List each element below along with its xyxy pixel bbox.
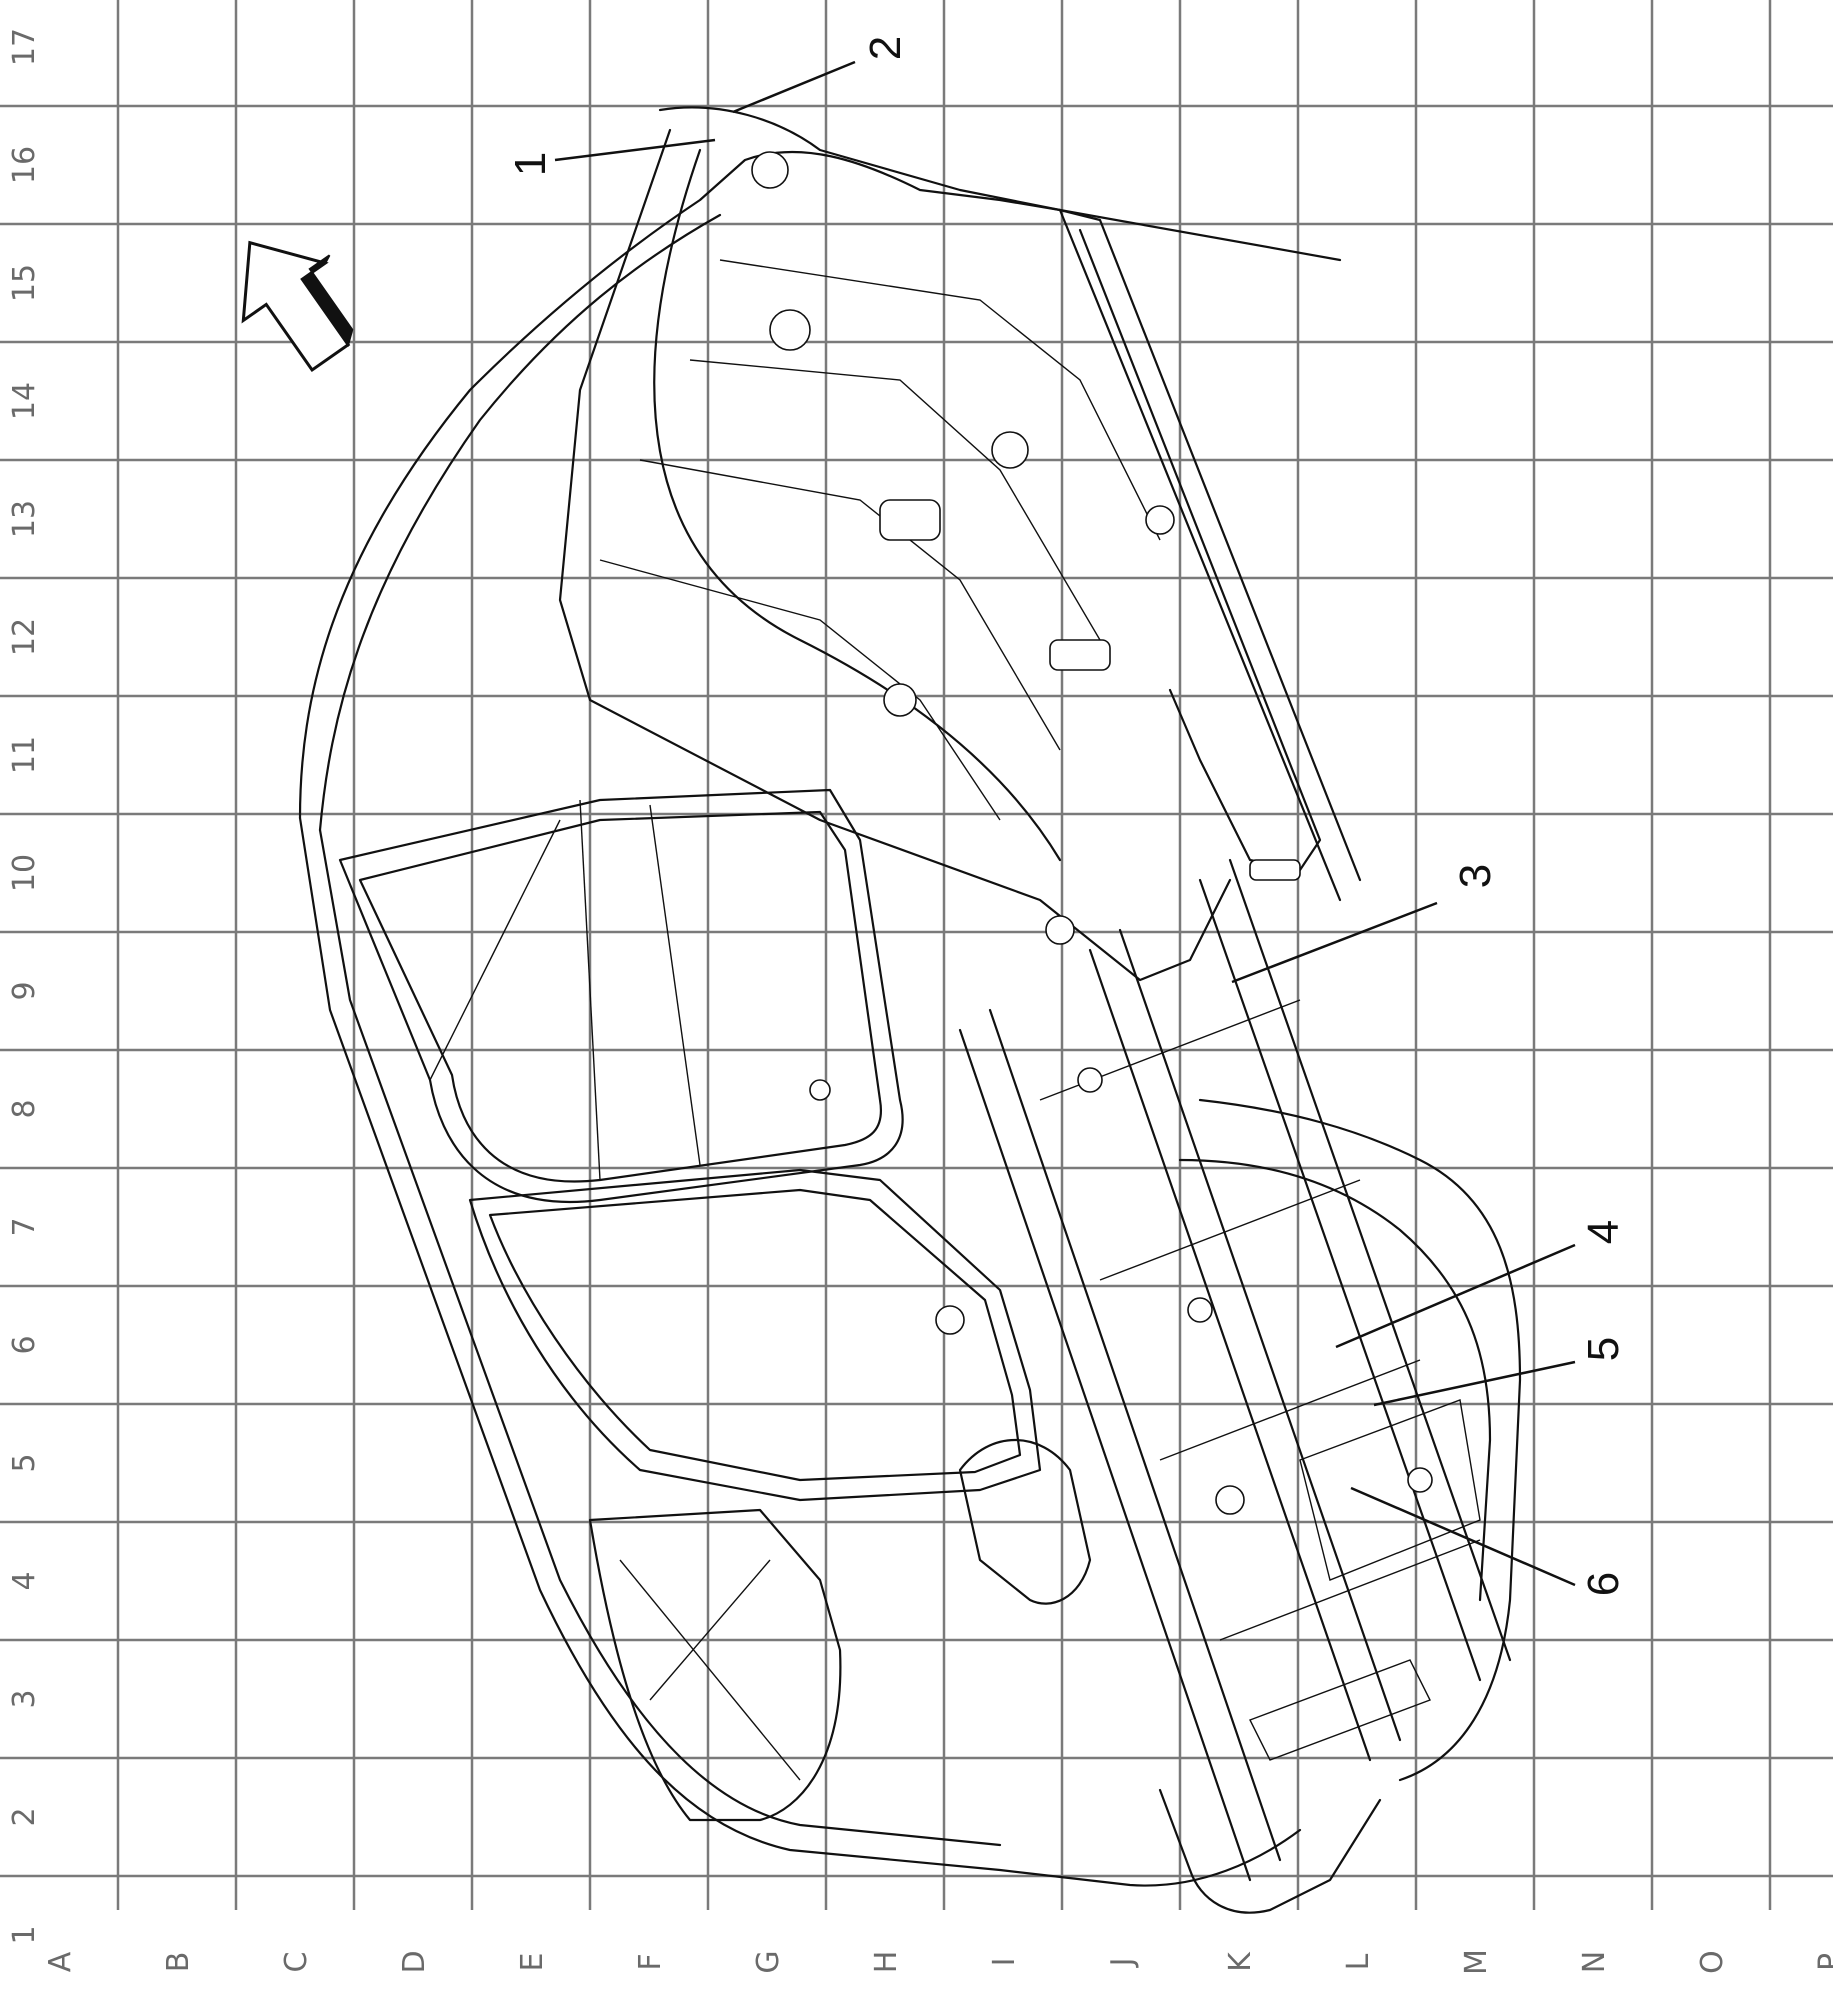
row-label-3: 3: [7, 1689, 42, 1708]
vehicle-body-illustration: [298, 106, 1522, 1914]
column-label-b: B: [161, 1952, 196, 1973]
leader-4: [1335, 1243, 1576, 1349]
row-label-7: 7: [7, 1217, 42, 1236]
callout-6: 6: [1579, 1572, 1628, 1596]
column-label-g: G: [751, 1950, 786, 1973]
row-label-4: 4: [7, 1571, 42, 1590]
leader-5: [1373, 1360, 1576, 1407]
row-label-8: 8: [7, 1099, 42, 1118]
row-label-1: 1: [7, 1925, 42, 1944]
column-labels: A B C D E F G H I J K L M N O P: [43, 1949, 1833, 1975]
leader-3: [1231, 901, 1438, 984]
column-label-k: K: [1223, 1951, 1258, 1972]
row-label-9: 9: [7, 981, 42, 1000]
reference-grid: [0, 0, 1833, 1910]
row-label-17: 17: [7, 28, 42, 66]
row-label-10: 10: [7, 854, 42, 892]
column-label-n: N: [1577, 1951, 1612, 1973]
row-label-13: 13: [7, 500, 42, 538]
callout-1: 1: [506, 152, 555, 176]
column-label-e: E: [515, 1953, 550, 1972]
column-label-i: I: [987, 1958, 1022, 1967]
row-label-14: 14: [7, 382, 42, 420]
forward-arrow-icon: [241, 240, 354, 373]
callout-2: 2: [861, 36, 910, 60]
row-label-16: 16: [7, 146, 42, 184]
callout-5: 5: [1579, 1337, 1628, 1361]
leader-2: [732, 60, 856, 114]
callout-4: 4: [1579, 1220, 1628, 1244]
callout-group: 1 2 3 4 5 6: [506, 36, 1628, 1596]
column-label-p: P: [1813, 1953, 1833, 1971]
column-label-l: L: [1341, 1953, 1376, 1970]
row-label-5: 5: [7, 1453, 42, 1472]
column-label-a: A: [43, 1951, 78, 1972]
row-label-6: 6: [7, 1335, 42, 1354]
row-label-12: 12: [7, 618, 42, 656]
column-label-c: C: [279, 1952, 314, 1973]
row-label-11: 11: [7, 736, 42, 774]
column-label-h: H: [869, 1951, 904, 1974]
column-label-j: J: [1105, 1958, 1140, 1969]
row-labels: 17 16 15 14 13 12 11 10 9 8 7 6 5 4 3 2 1: [7, 28, 42, 1945]
row-label-2: 2: [7, 1807, 42, 1826]
column-label-d: D: [397, 1950, 432, 1973]
leader-1: [554, 138, 716, 162]
column-label-o: O: [1695, 1950, 1730, 1974]
column-label-f: F: [633, 1953, 668, 1970]
callout-3: 3: [1451, 864, 1500, 888]
column-label-m: M: [1459, 1949, 1494, 1975]
row-label-15: 15: [7, 264, 42, 302]
leader-6: [1350, 1486, 1576, 1587]
